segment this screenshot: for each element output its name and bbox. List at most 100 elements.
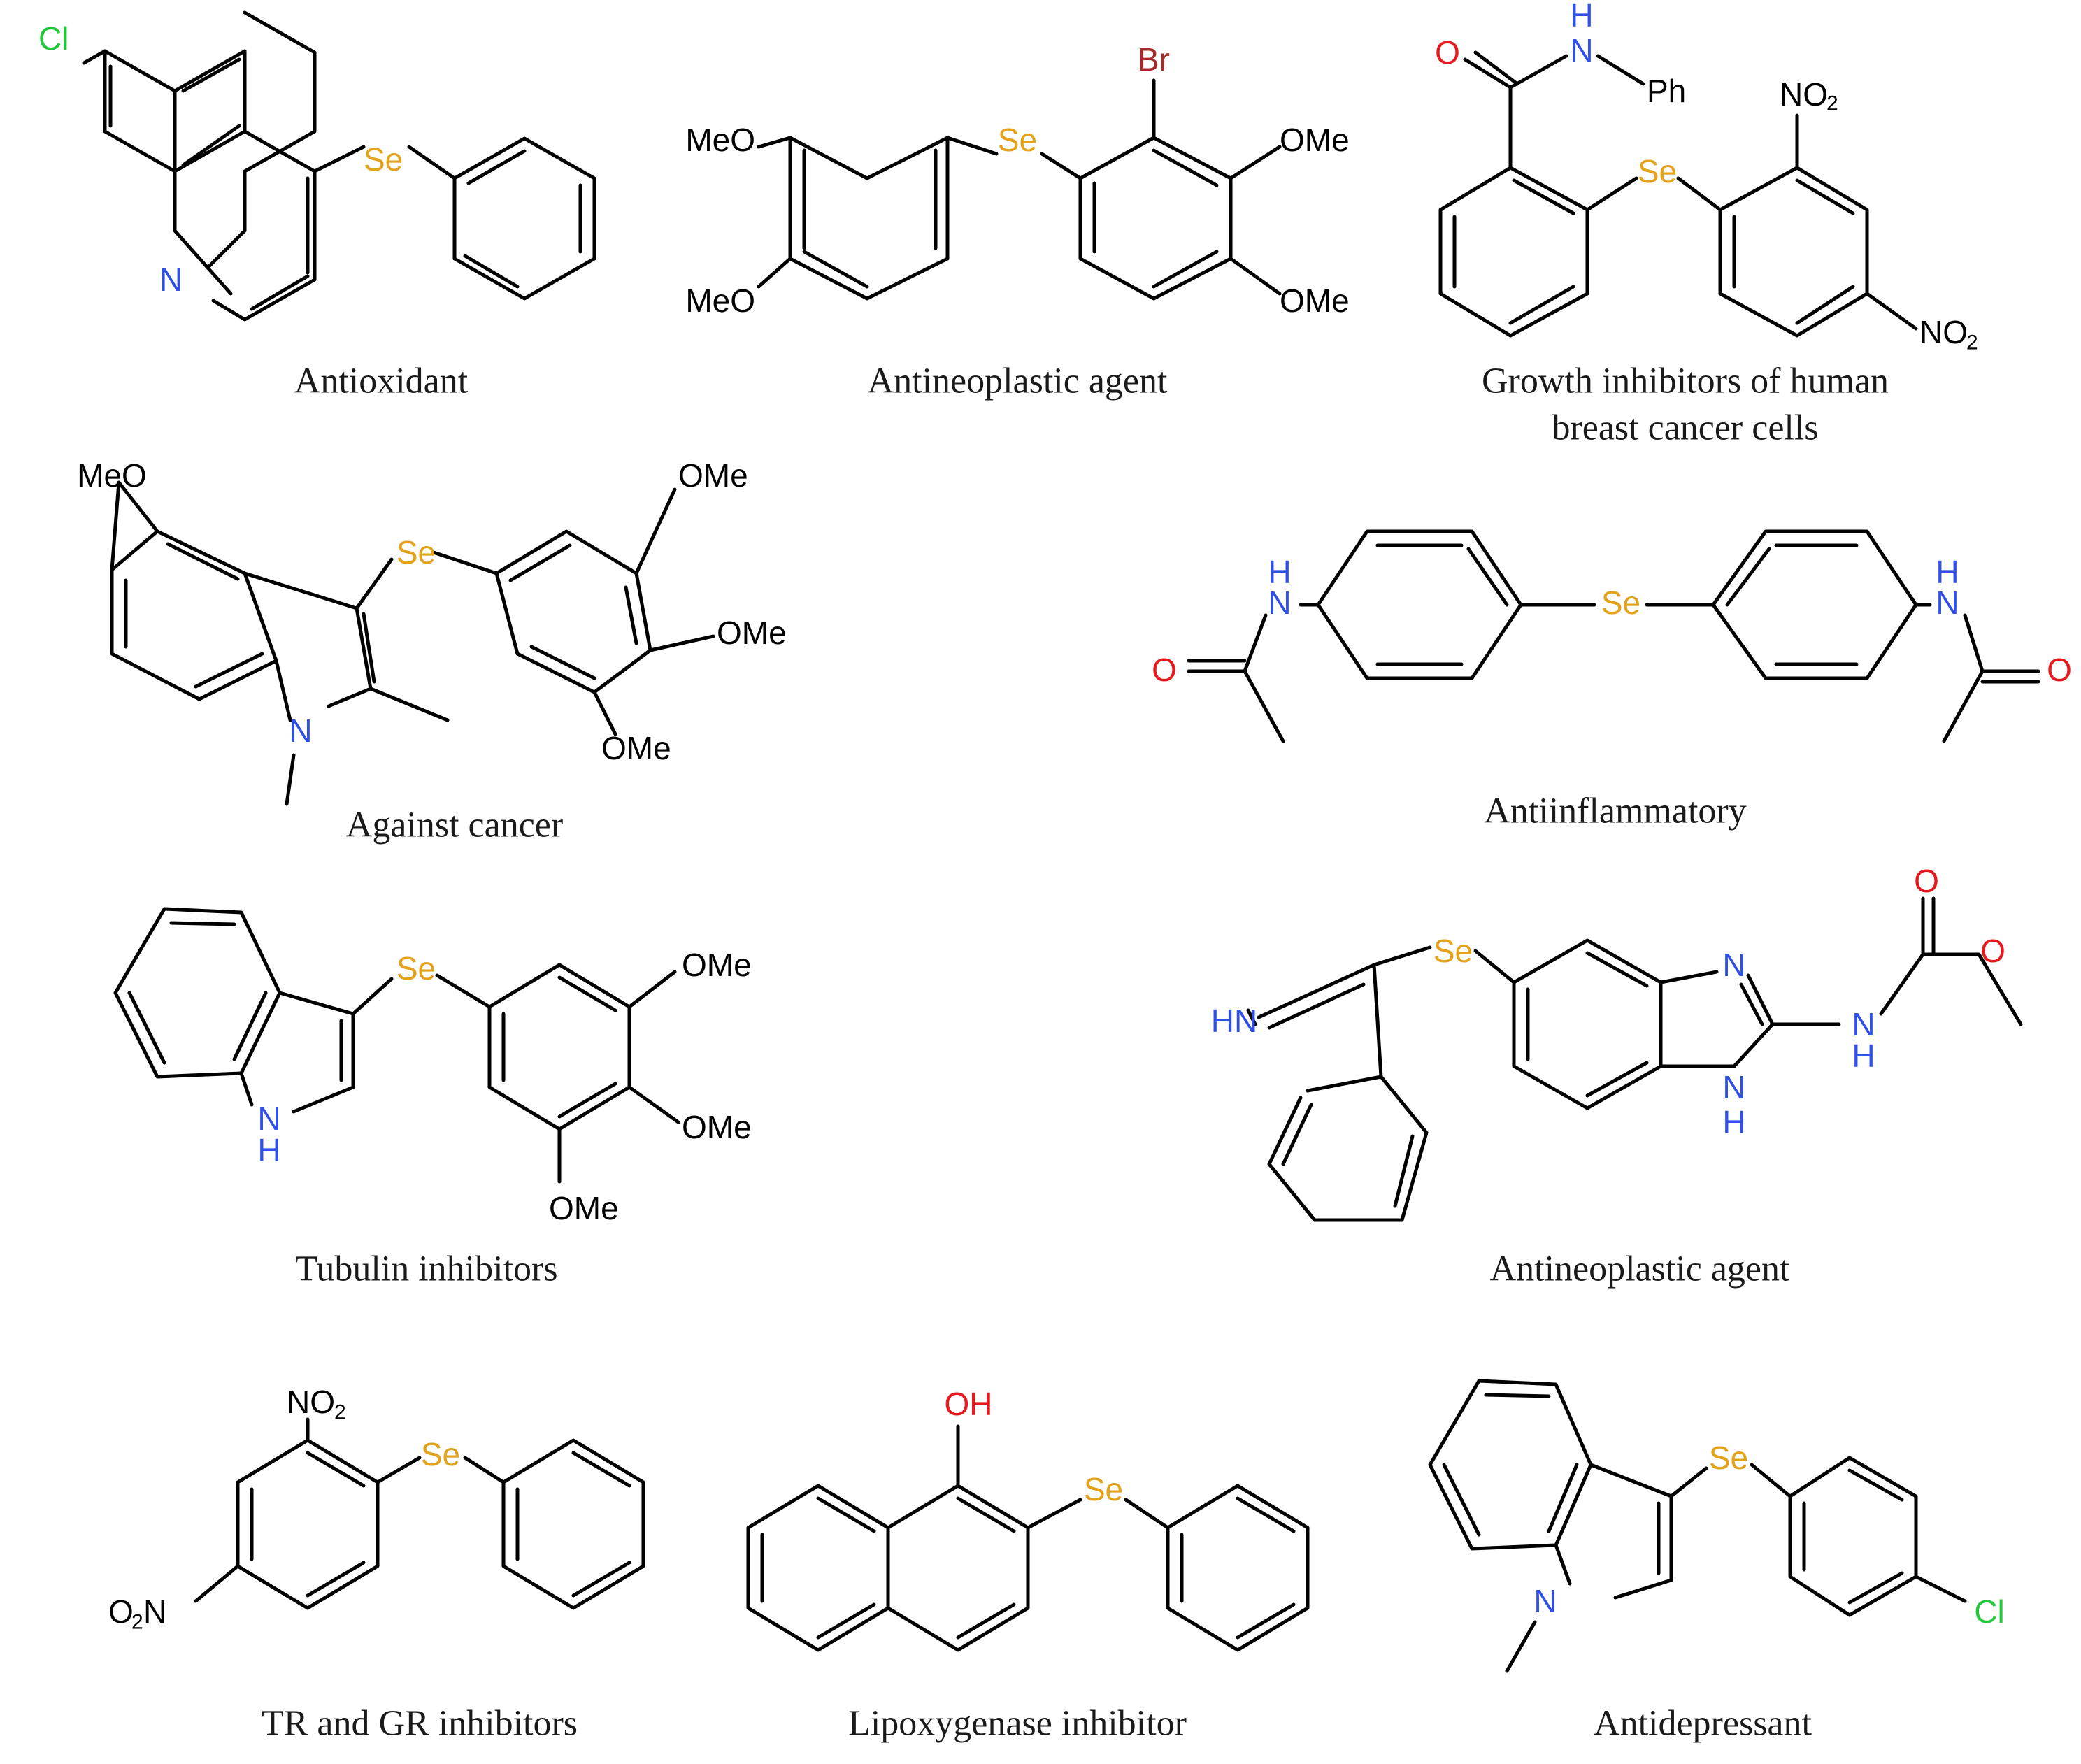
selenium-label: Se [364,141,403,178]
compound-antineoplastic-1: Br Se MeO MeO OMe OMe Antineoplastic age… [685,41,1349,401]
bond [452,136,596,301]
bond [1078,136,1233,301]
bond [1914,603,2040,743]
bond [757,136,792,289]
methoxy-label: OMe [682,1109,752,1145]
compound-growth-inhibitors: O H N Ph Se NO 2 NO 2 Growth inhibitors … [1435,0,1978,448]
methoxy-label: MeO [685,282,755,319]
bromine-label: Br [1138,41,1170,78]
nitro-label: NO [287,1384,335,1420]
bond [1732,178,1855,325]
bond [463,149,582,289]
bond [956,1424,1170,1530]
selenium-label: Se [1638,153,1677,189]
compound-antidepressant: Se N Cl Antidepressant [1428,1379,2005,1744]
selenium-label: Se [1709,1440,1748,1476]
bond [1771,896,2023,1026]
compound-against-cancer: MeO Se OMe OMe OMe N Against cancer [77,457,787,845]
nitrogen-label: N [1936,585,1959,621]
bond [1438,166,1589,338]
methoxy-label: OMe [549,1190,619,1226]
nitro-label: NO [1919,314,1968,350]
bond [1463,50,1519,170]
compound-antioxidant: Cl Se N Antioxidant [38,10,596,401]
bond [250,1451,366,1598]
bond [208,169,317,322]
compound-lipoxygenase-inhibitor: OH Se Lipoxygenase inhibitor [746,1386,1310,1744]
selenium-label: Se [1433,933,1473,969]
subscript-2: 2 [334,1401,346,1424]
oxygen-label: O [1435,34,1460,71]
bond [243,571,376,722]
bond [1281,1103,1415,1208]
bond [1554,1463,1673,1600]
chlorine-label: Cl [1974,1593,2004,1630]
nitrogen-label: N [159,261,183,298]
caption-tr-gr-inhibitors: TR and GR inhibitors [262,1704,578,1744]
methoxy-label: OMe [717,615,787,651]
selenium-label: Se [396,950,436,987]
bond [1526,951,1649,1098]
bond [1505,1620,1537,1673]
nitro-oxygen-label: O [108,1593,134,1630]
bond [1802,1468,1904,1605]
oxygen-label: O [1914,863,1939,899]
bond [1267,1075,1429,1222]
compound-tubulin-inhibitors: Se OMe OMe OMe N H Tubulin inhibitors [113,907,752,1289]
bond [1788,1456,1918,1617]
selenium-label: Se [421,1436,460,1472]
bond [1725,543,1859,666]
bond [1711,529,1918,680]
subscript-2: 2 [1826,92,1838,115]
hydrogen-label: H [1852,1038,1875,1074]
caption-tubulin-inhibitors: Tubulin inhibitors [295,1249,557,1289]
oxygen-label: O [1152,652,1177,688]
compound-antiinflammatory: H N O Se H N O Antiinflammatory [1152,529,2072,831]
bond [103,49,241,173]
bond [1442,1393,1579,1537]
bond [515,1451,631,1598]
selenium-label: Se [396,534,436,571]
bond [376,1456,506,1484]
caption-antineoplastic-agent: Antineoplastic agent [868,361,1168,401]
bond [1914,1575,1967,1603]
bond [1795,113,1918,331]
caption-antidepressant: Antidepressant [1594,1704,1812,1744]
bond [508,543,638,680]
caption-antiinflammatory: Antiinflammatory [1484,791,1746,831]
bond [173,169,233,296]
bond [1669,1463,1792,1498]
nitrogen-label: N [289,712,312,749]
bond [956,1496,1016,1640]
nitrogen-label: N [257,1100,280,1137]
bond [351,973,492,1016]
bond [1372,945,1516,984]
subscript-2: 2 [1966,331,1978,354]
methoxy-label: OMe [1280,122,1350,158]
nitro-label: NO [1780,76,1828,113]
nitrogen-label: N [1722,1069,1745,1105]
nitrogen-label: N [1722,947,1745,983]
bond [1257,963,1383,1093]
phenyl-label: Ph [1647,73,1686,109]
caption-antioxidant: Antioxidant [294,361,469,401]
bond [501,1438,645,1610]
hydrogen-label: H [1268,554,1291,590]
hydrogen-label: H [1722,1104,1745,1140]
bond [592,487,715,736]
caption-growth-inhibitors-line2: breast cancer cells [1552,408,1818,448]
methoxy-label: OMe [682,947,752,983]
compound-antineoplastic-2: Se HN N N H N H O O Antineoplastic agent [1211,863,2023,1289]
bond [127,921,268,1065]
bond [110,480,278,701]
bond [1316,529,1523,680]
bond [243,10,317,173]
bond [501,975,617,1119]
bond [886,1484,1030,1652]
nitrogen-label: N [1268,585,1291,621]
bond [110,529,264,689]
methoxy-label: MeO [77,457,147,494]
bond [113,907,282,1079]
bond [1452,178,1575,325]
